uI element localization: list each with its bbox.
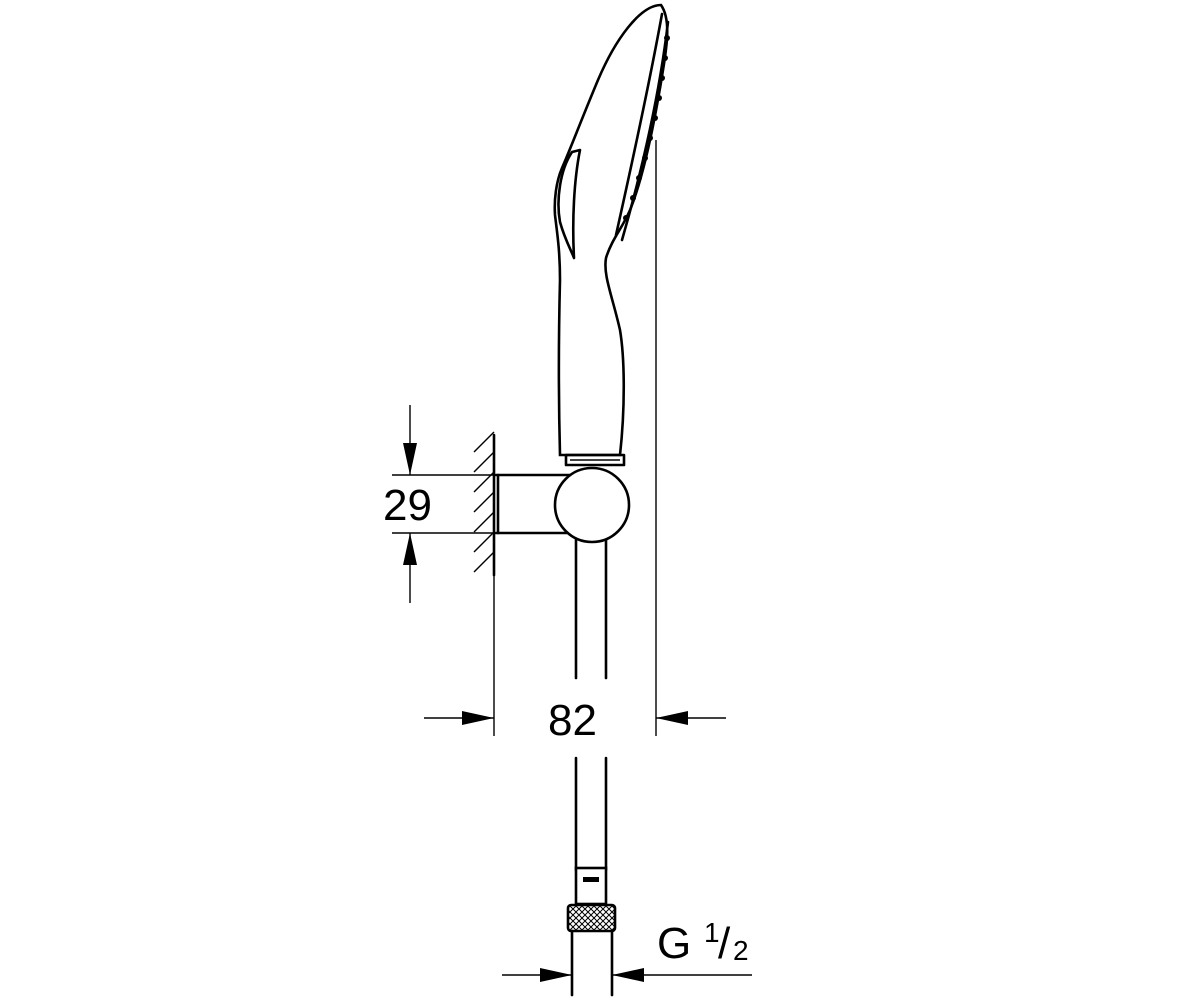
thread-numerator-label: 1 <box>704 917 720 948</box>
swivel-knob <box>553 466 631 544</box>
holder-height-label: 29 <box>383 481 432 530</box>
dimension-thread-size: G 1 / 2 <box>502 917 752 982</box>
dimension-overall-depth: 82 <box>424 140 726 745</box>
spray-nozzles <box>623 35 670 221</box>
overall-depth-label: 82 <box>548 696 597 745</box>
dimension-holder-height: 29 <box>383 405 496 603</box>
hose-lower <box>574 756 608 906</box>
wall-section <box>473 431 496 577</box>
hand-shower <box>553 3 670 467</box>
thread-prefix-label: G <box>657 919 691 968</box>
thread-slash-label: / <box>718 919 731 968</box>
hose-upper <box>574 538 608 680</box>
knurled-hose-nut <box>566 903 617 997</box>
thread-denominator-label: 2 <box>733 935 749 966</box>
